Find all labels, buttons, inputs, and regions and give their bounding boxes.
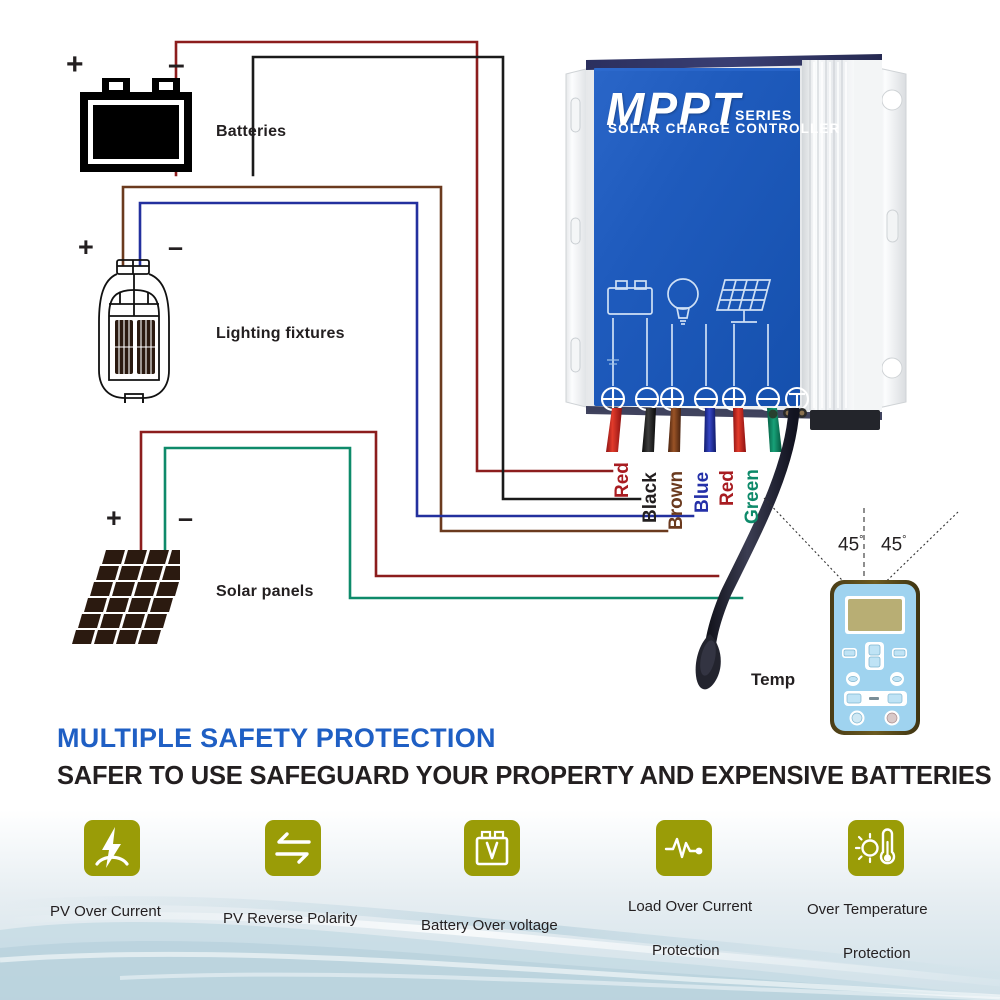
- battery-plus-sign: +: [66, 48, 84, 81]
- solar-charge-controller-text: SOLAR CHARGE CONTROLLER: [608, 121, 841, 136]
- handheld-meter-device: [830, 580, 920, 735]
- feature-pv-reverse-polarity: [265, 820, 321, 876]
- battery-minus-sign: –: [168, 48, 185, 81]
- mppt-brand-text: MPPT: [606, 83, 742, 135]
- feature-caption-load-over-current: Load Over Current: [628, 898, 753, 915]
- feature-tile: [84, 820, 140, 876]
- solar-panel-icon: [715, 279, 772, 323]
- terminal-pv-positive: [721, 386, 747, 412]
- solar-plus-sign: +: [106, 503, 122, 533]
- feature-load-over-current: [656, 820, 712, 876]
- solar-minus-sign: –: [178, 503, 194, 533]
- battery-icon: [607, 280, 653, 315]
- battery-voltage-icon: [475, 830, 509, 866]
- wire-label-black: Black: [640, 472, 661, 523]
- feature-tile: [848, 820, 904, 876]
- sensor-angle-leaders: [763, 497, 959, 602]
- terminal-pv-negative: [755, 386, 781, 412]
- thermometer-sun-icon: [854, 828, 896, 865]
- marketing-headline: MULTIPLE SAFETY PROTECTION: [57, 723, 496, 753]
- lighting-label: Lighting fixtures: [216, 325, 345, 342]
- lighting-minus-sign: –: [168, 232, 184, 262]
- terminal-load-negative: [693, 386, 719, 412]
- feature-over-temperature: [848, 820, 904, 876]
- terminal-temperature-sensor: [784, 386, 810, 412]
- feature-tile: [464, 820, 520, 876]
- feature-caption-over-temperature: Over Temperature: [807, 901, 928, 918]
- terminal-battery-negative: [634, 386, 660, 412]
- mppt-controller-device: [560, 38, 960, 438]
- feature-tile: [656, 820, 712, 876]
- wire-label-brown: Brown: [666, 470, 687, 530]
- temp-probe-label: Temp: [751, 670, 796, 689]
- feature-pv-over-current: [84, 820, 140, 876]
- feature-tile: [265, 820, 321, 876]
- solar-panel-symbol: [70, 548, 180, 653]
- feature-caption-pv-reverse-polarity: PV Reverse Polarity: [223, 910, 358, 927]
- feature-caption-over-temperature-line2: Protection: [843, 945, 911, 962]
- wire-label-red-battery: Red: [612, 462, 633, 498]
- reverse-arrows-icon: [275, 832, 311, 864]
- waveform-icon: [664, 837, 703, 859]
- terminal-battery-positive: [600, 386, 626, 412]
- feature-caption-battery-over-voltage: Battery Over voltage: [421, 917, 558, 934]
- wire-label-blue: Blue: [692, 471, 713, 513]
- battery-label: Batteries: [216, 123, 287, 140]
- lightning-bolt-icon: [95, 827, 129, 868]
- lamp-icon: [667, 278, 699, 325]
- controller-terminal-panel: [600, 278, 810, 412]
- feature-battery-over-voltage: [464, 820, 520, 876]
- feature-caption-pv-over-current: PV Over Current: [50, 903, 161, 920]
- angle-right-label: 45°: [881, 534, 907, 556]
- solar-label: Solar panels: [216, 583, 314, 600]
- angle-left-label: 45°: [838, 534, 864, 556]
- terminal-load-positive: [659, 386, 685, 412]
- mppt-series-text: SERIES: [735, 107, 793, 123]
- lighting-plus-sign: +: [78, 232, 94, 262]
- feature-caption-load-over-current-line2: Protection: [652, 942, 720, 959]
- battery-symbol: [70, 76, 200, 181]
- wire-label-red-pv: Red: [717, 470, 738, 506]
- controller-wire-pigtails: [606, 408, 807, 690]
- marketing-subheadline: SAFER TO USE SAFEGUARD YOUR PROPERTY AND…: [57, 762, 992, 790]
- lighting-fixture-symbol: [95, 258, 175, 403]
